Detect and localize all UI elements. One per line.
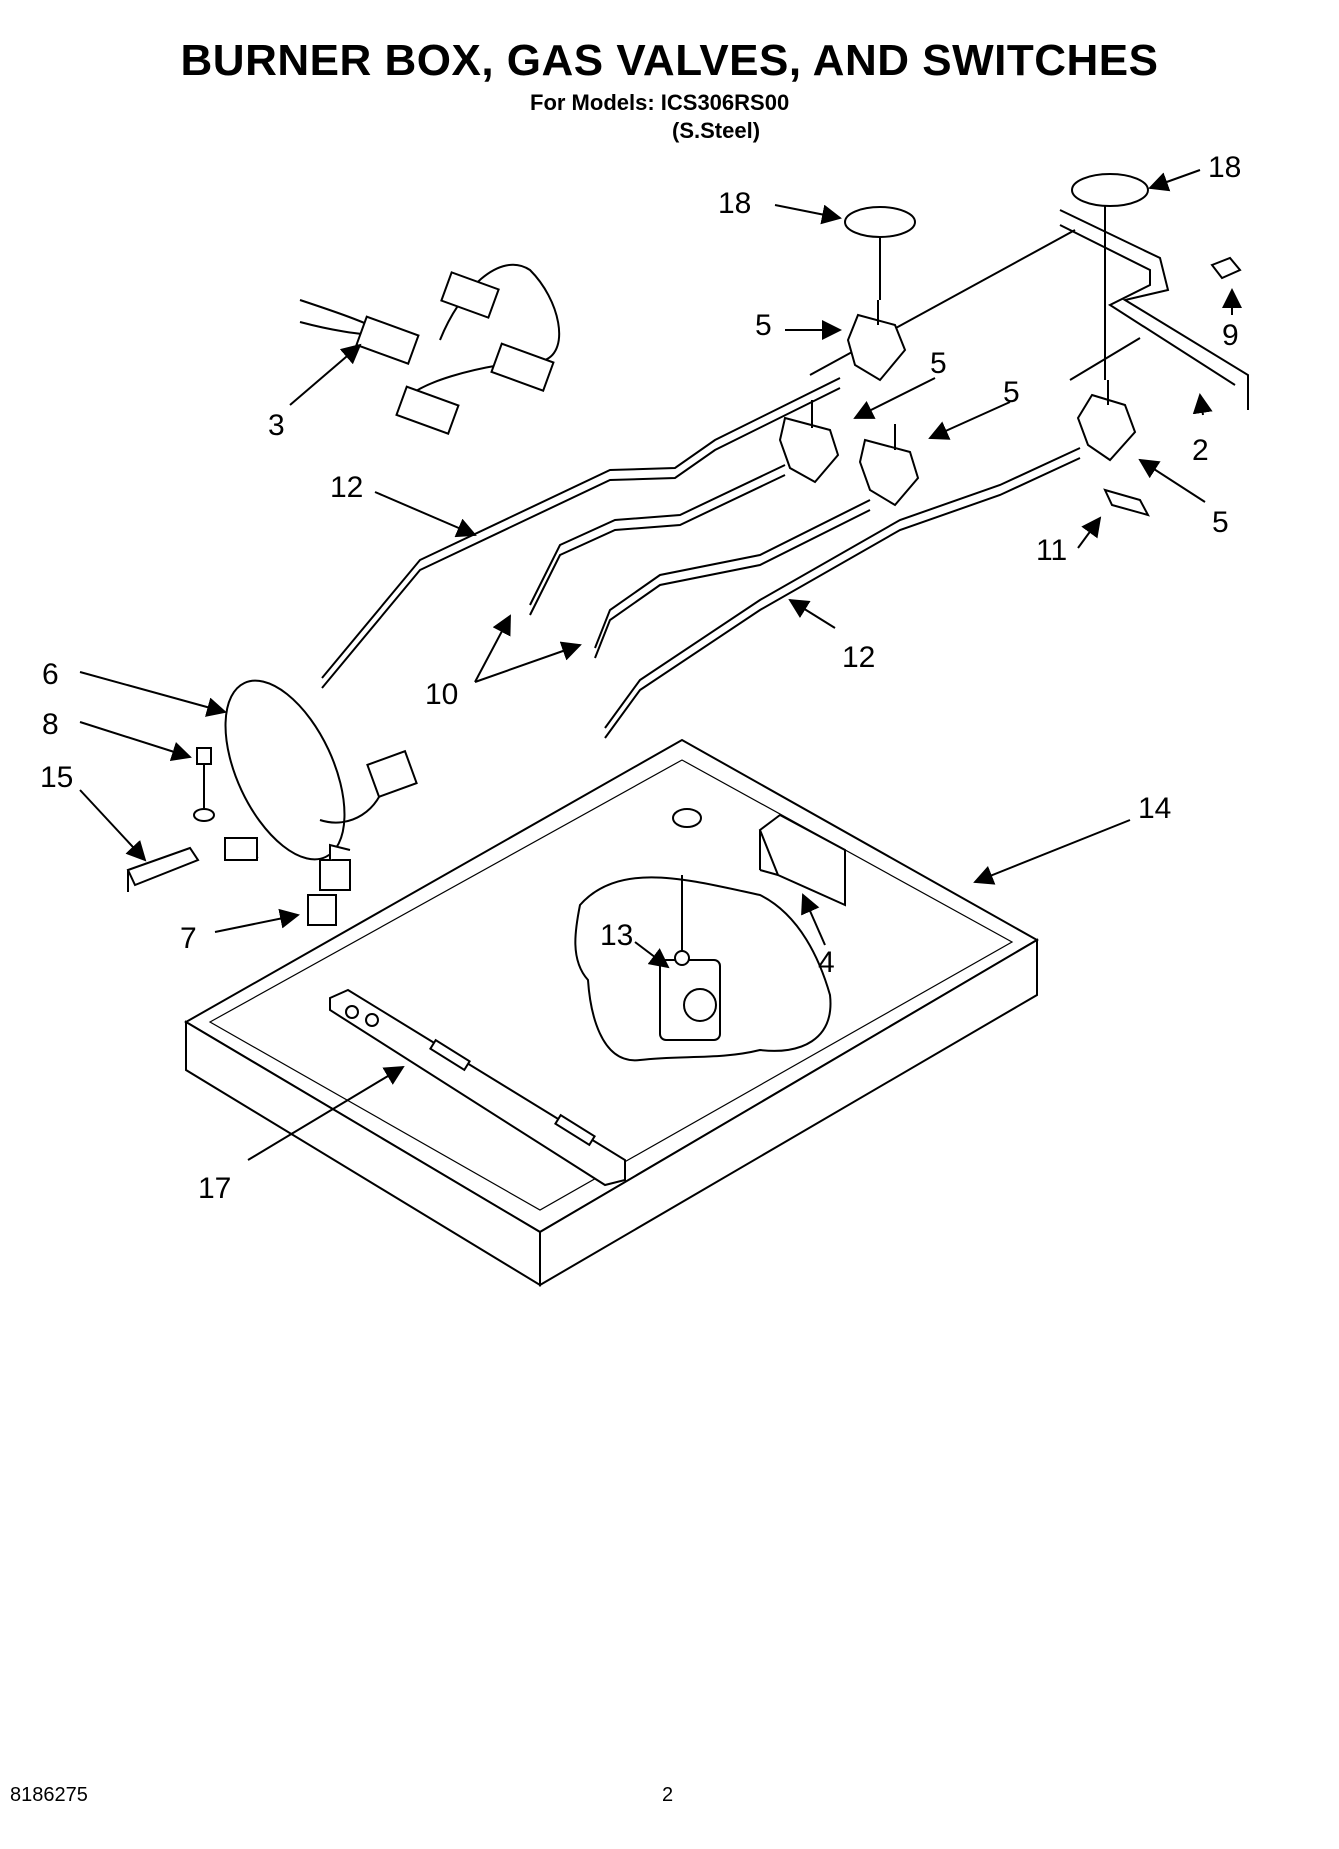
callout-5-b: 5 [930,347,947,380]
callout-7: 7 [180,922,197,955]
document-code: 8186275 [10,1784,88,1806]
bracket-and-screw [1103,256,1242,517]
callout-18-a: 18 [718,187,751,220]
callout-14: 14 [1138,792,1171,825]
wiring-harness [299,263,561,435]
callout-12-a: 12 [330,471,363,504]
switch-rail [329,988,626,1187]
callout-12-b: 12 [842,641,875,674]
finish-subtitle: (S.Steel) [672,118,761,143]
screw-and-clip [126,747,215,892]
gas-valves [778,300,1137,507]
terminal-block [758,813,846,907]
callout-15: 15 [40,761,73,794]
page-number: 2 [662,1784,674,1806]
ignition-lead [224,679,418,861]
callout-8: 8 [42,708,59,741]
callout-10: 10 [425,678,458,711]
heat-shields [844,173,1149,380]
callout-18-b: 18 [1208,151,1241,184]
models-subtitle: For Models: ICS306RS00 [530,90,790,115]
callout-leaders [79,169,1242,1161]
manifold-rail [809,209,1249,410]
callout-13: 13 [600,919,633,952]
callout-6: 6 [42,658,59,691]
pressure-regulator [659,875,721,1041]
gas-tubes [321,377,1081,739]
page-title: BURNER BOX, GAS VALVES, AND SWITCHES [180,36,1159,85]
callout-9: 9 [1222,319,1239,352]
callout-5-d: 5 [1212,506,1229,539]
callout-17: 17 [198,1172,231,1205]
callout-labels: 18 18 5 5 5 5 9 3 2 12 12 11 6 8 15 10 1… [40,151,1241,1205]
callout-11: 11 [1036,534,1067,567]
callout-2: 2 [1192,434,1209,467]
box-hole [672,808,702,828]
callout-5-c: 5 [1003,376,1020,409]
callout-3: 3 [268,409,285,442]
igniter-switch [307,843,351,926]
callout-5-a: 5 [755,309,772,342]
callout-4: 4 [818,946,835,979]
